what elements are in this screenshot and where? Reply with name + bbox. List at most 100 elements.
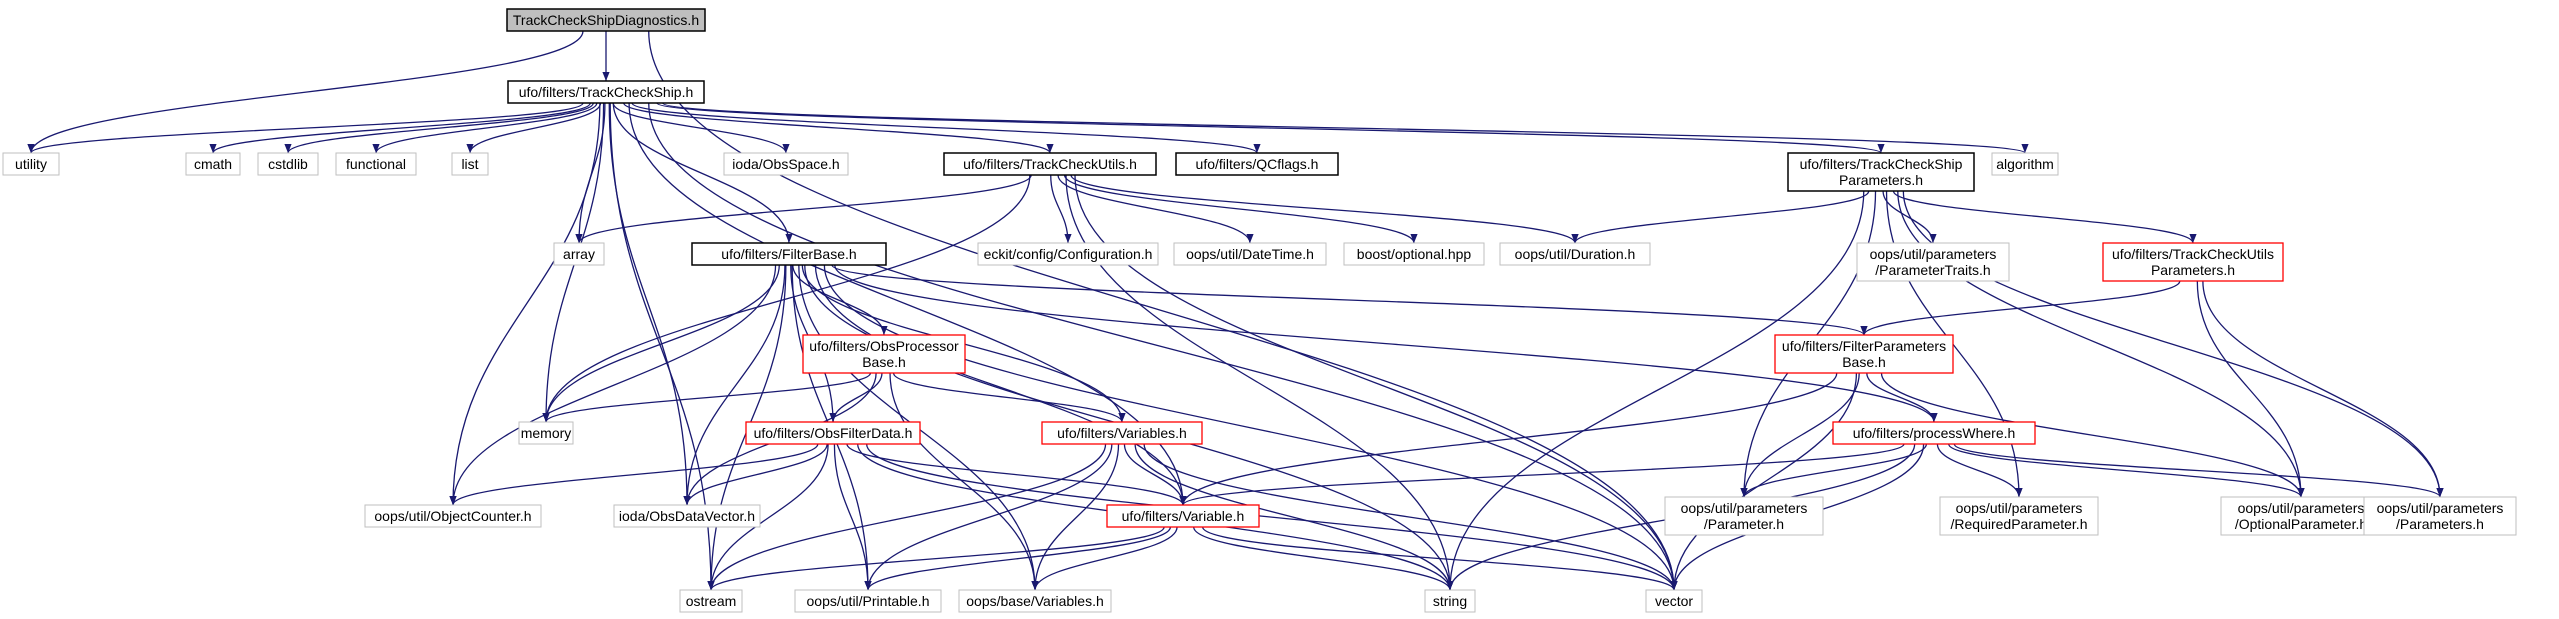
node-paramtraits[interactable]: oops/util/parameters/ParameterTraits.h xyxy=(1856,242,2010,282)
node-label: vector xyxy=(1655,593,1693,609)
node-duration[interactable]: oops/util/Duration.h xyxy=(1499,242,1651,266)
node-label: oops/util/Duration.h xyxy=(1515,246,1636,262)
edge-tcup-to-params xyxy=(2202,280,2444,498)
node-ofd[interactable]: ufo/filters/ObsFilterData.h xyxy=(745,421,921,445)
node-odv[interactable]: ioda/ObsDataVector.h xyxy=(613,504,761,528)
node-layer: TrackCheckShipDiagnostics.h ufo/filters/T… xyxy=(2,8,2517,613)
edge-tcu-to-datetime xyxy=(1057,174,1254,244)
edge-tcsp-to-tcup xyxy=(1892,190,2197,244)
node-label: ufo/filters/Variables.h xyxy=(1057,425,1187,441)
edge-var-to-ostream xyxy=(707,526,1165,591)
node-box xyxy=(613,504,761,528)
edge-tcsp-to-duration xyxy=(1571,190,1870,244)
node-box xyxy=(679,589,743,613)
node-optparam[interactable]: oops/util/parameters/OptionalParameter.h xyxy=(2220,496,2382,536)
edge-ofd-to-var xyxy=(846,443,1187,506)
node-label: ufo/filters/TrackCheckShip.h xyxy=(519,84,694,100)
node-label: oops/util/parameters xyxy=(2377,500,2504,516)
edge-tcs-to-tcsp xyxy=(656,102,1885,154)
node-tcs[interactable]: ufo/filters/TrackCheckShip.h xyxy=(507,80,705,104)
edge-root-to-utility xyxy=(27,30,584,154)
node-label: /ParameterTraits.h xyxy=(1875,262,1990,278)
node-memory[interactable]: memory xyxy=(518,421,574,445)
node-label: utility xyxy=(15,156,47,172)
node-vector[interactable]: vector xyxy=(1645,589,1703,613)
node-label: oops/util/DateTime.h xyxy=(1186,246,1314,262)
edge-tcu-to-array xyxy=(575,174,1032,244)
node-box xyxy=(518,421,574,445)
node-label: Parameters.h xyxy=(2151,262,2235,278)
edge-tcs-to-filterbase xyxy=(612,102,793,244)
edge-tcu-to-boostopt xyxy=(1063,174,1418,244)
edge-tcs-to-obsspace xyxy=(612,102,790,154)
node-array[interactable]: array xyxy=(553,242,605,266)
edge-ofd-to-odv xyxy=(683,443,828,506)
node-vars[interactable]: ufo/filters/Variables.h xyxy=(1041,421,1203,445)
node-list[interactable]: list xyxy=(451,152,489,176)
edge-var-to-oopsvars xyxy=(1031,526,1178,591)
node-box xyxy=(1499,242,1651,266)
node-box xyxy=(1343,242,1485,266)
node-box xyxy=(451,152,489,176)
node-box xyxy=(958,589,1112,613)
node-params[interactable]: oops/util/parameters/Parameters.h xyxy=(2363,496,2517,536)
node-box xyxy=(2220,496,2382,536)
node-param[interactable]: oops/util/parameters/Parameter.h xyxy=(1664,496,1824,536)
edge-tcu-to-duration xyxy=(1070,174,1579,244)
node-boostopt[interactable]: boost/optional.hpp xyxy=(1343,242,1485,266)
node-box xyxy=(943,152,1157,176)
node-pw[interactable]: ufo/filters/processWhere.h xyxy=(1832,421,2036,445)
edge-filterbase-to-vector xyxy=(823,264,1678,591)
node-eckit[interactable]: eckit/config/Configuration.h xyxy=(977,242,1159,266)
edge-var-to-printable xyxy=(864,526,1172,591)
edge-tcup-to-optparam xyxy=(2196,280,2305,498)
edge-fpb-to-var xyxy=(1179,372,1838,506)
edge-opb-to-vars xyxy=(892,372,1126,423)
edge-tcs-to-list xyxy=(466,102,602,154)
node-box xyxy=(1645,589,1703,613)
edge-var-to-vector xyxy=(1201,526,1678,591)
edge-opb-to-memory xyxy=(542,372,872,423)
node-datetime[interactable]: oops/util/DateTime.h xyxy=(1173,242,1327,266)
node-utility[interactable]: utility xyxy=(2,152,60,176)
node-filterbase[interactable]: ufo/filters/FilterBase.h xyxy=(691,242,887,266)
node-cstdlib[interactable]: cstdlib xyxy=(257,152,319,176)
edge-tcsp-to-optparam xyxy=(1897,190,2305,498)
node-printable[interactable]: oops/util/Printable.h xyxy=(794,589,942,613)
node-root[interactable]: TrackCheckShipDiagnostics.h xyxy=(506,8,706,32)
node-label: ioda/ObsSpace.h xyxy=(732,156,839,172)
node-label: ioda/ObsDataVector.h xyxy=(619,508,755,524)
node-ostream[interactable]: ostream xyxy=(679,589,743,613)
edge-opb-to-oopsvars xyxy=(889,372,1039,591)
edge-tcu-to-string xyxy=(1065,174,1454,591)
node-tcu[interactable]: ufo/filters/TrackCheckUtils.h xyxy=(943,152,1157,176)
node-label: oops/base/Variables.h xyxy=(966,593,1104,609)
node-algorithm[interactable]: algorithm xyxy=(1991,152,2059,176)
node-string[interactable]: string xyxy=(1424,589,1476,613)
node-functional[interactable]: functional xyxy=(335,152,417,176)
node-box xyxy=(1175,152,1339,176)
node-var[interactable]: ufo/filters/Variable.h xyxy=(1106,504,1260,528)
edge-tcsp-to-string xyxy=(1446,190,1865,591)
node-obsspace[interactable]: ioda/ObsSpace.h xyxy=(723,152,849,176)
node-cmath[interactable]: cmath xyxy=(185,152,241,176)
node-objcounter[interactable]: oops/util/ObjectCounter.h xyxy=(364,504,542,528)
node-qcflags[interactable]: ufo/filters/QCflags.h xyxy=(1175,152,1339,176)
node-box xyxy=(802,334,966,374)
node-box xyxy=(506,8,706,32)
edge-tcs-to-qcflags xyxy=(631,102,1261,154)
edge-filterbase-to-fpb xyxy=(831,264,1868,336)
node-label: /RequiredParameter.h xyxy=(1951,516,2088,532)
node-label: ufo/filters/ObsFilterData.h xyxy=(754,425,913,441)
node-label: cstdlib xyxy=(268,156,308,172)
node-label: ufo/filters/Variable.h xyxy=(1122,508,1245,524)
edge-ofd-to-objcounter xyxy=(449,443,819,506)
node-label: oops/util/parameters xyxy=(2238,500,2365,516)
node-label: /Parameter.h xyxy=(1704,516,1784,532)
node-reqparam[interactable]: oops/util/parameters/RequiredParameter.h xyxy=(1939,496,2099,536)
node-oopsvars[interactable]: oops/base/Variables.h xyxy=(958,589,1112,613)
